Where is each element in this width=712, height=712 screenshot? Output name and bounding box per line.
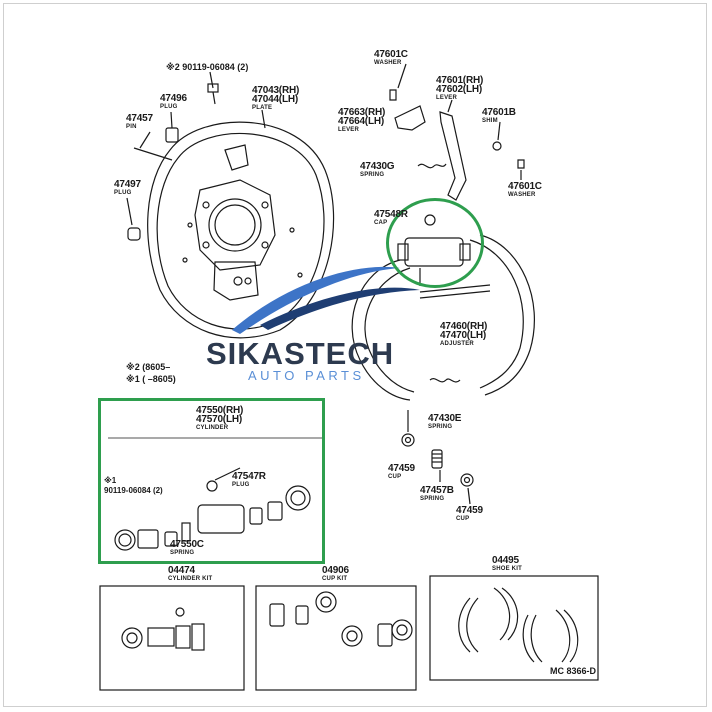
legend-note-1: ※1 ( –8605) (126, 374, 176, 384)
inset-bolt-mark: ※1 (104, 476, 117, 485)
legend-note-2: ※2 (8605– (126, 362, 171, 372)
image-frame (3, 3, 707, 707)
callout-47663: 47663(RH)47664(LH)LEVER (338, 107, 386, 134)
inset-bolt-note: 90119-06084 (2) (104, 486, 163, 495)
highlight-circle (386, 198, 484, 288)
brake-shoe-illustration (351, 214, 535, 401)
figure-code: MC 8366-D (550, 666, 597, 676)
callout-47043: 47043(RH)47044(LH)PLATE (252, 85, 300, 112)
top-bolt-note: ※2 90119-06084 (2) (166, 62, 249, 72)
highlight-box (98, 398, 325, 564)
callout-47460: 47460(RH)47470(LH)ADJUSTER (440, 321, 488, 348)
callout-47601: 47601(RH)47602(LH)LEVER (436, 75, 484, 102)
shoe-kit-box (429, 575, 599, 681)
callout-47550: 47550(RH)47570(LH)CYLINDER (196, 405, 244, 432)
lever-illustration (389, 63, 525, 201)
cylinder-kit-box (99, 585, 245, 691)
backing-plate-illustration (147, 121, 335, 339)
brand-subtitle: AUTO PARTS (248, 368, 365, 383)
brand-name: SIKASTECH (206, 336, 395, 371)
wheel-cylinder-illustration (108, 437, 322, 551)
cup-kit-box (255, 585, 417, 691)
